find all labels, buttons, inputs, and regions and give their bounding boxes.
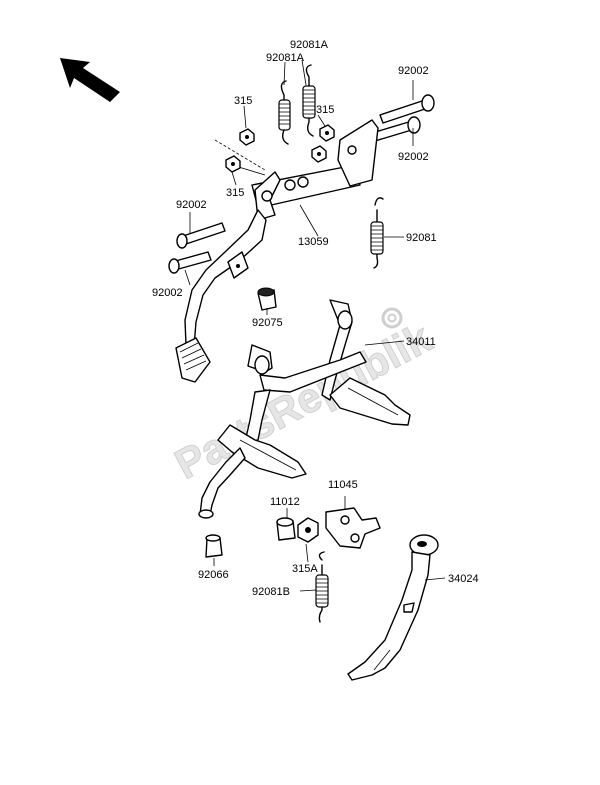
spring-92081B: [315, 551, 329, 623]
label-92081: 92081: [406, 232, 437, 244]
side-stand-34024: [347, 534, 439, 681]
label-34011: 34011: [406, 336, 436, 348]
bolt-92002-left-upper: [176, 222, 226, 249]
label-92075: 92075: [252, 317, 283, 329]
label-315-c: 315: [226, 187, 244, 199]
bolt-92002-left-lower: [168, 251, 212, 274]
label-92002-left-upper: 92002: [176, 199, 207, 211]
label-92081B: 92081B: [252, 586, 290, 598]
label-315A: 315A: [292, 563, 318, 575]
label-92081A-top: 92081A: [290, 39, 329, 51]
watermark-gear-icon: [381, 307, 403, 329]
leader-lines: [184, 61, 446, 592]
main-stand-34011: [198, 299, 411, 519]
nut-centre: [311, 145, 327, 163]
bush-11012: [276, 517, 296, 541]
label-315-a: 315: [234, 95, 252, 107]
brake-pedal-assembly: [175, 119, 379, 383]
rubber-92066: [205, 534, 223, 558]
cap-92075: [257, 287, 277, 311]
label-92066: 92066: [198, 569, 229, 581]
nut-315A: [297, 517, 319, 543]
spring-92081A-left: [278, 80, 291, 145]
bracket-11045: [325, 507, 381, 549]
label-13059: 13059: [298, 236, 329, 248]
label-92002-top-right: 92002: [398, 65, 429, 77]
watermark-text: PartsRepublik: [167, 314, 439, 488]
nut-315-c: [225, 155, 241, 173]
nut-315-a: [239, 128, 255, 146]
guide-lines: [214, 59, 307, 176]
watermark: PartsRepublik: [167, 307, 440, 488]
label-34024: 34024: [448, 573, 479, 585]
label-11012: 11012: [270, 496, 300, 508]
label-92002-left-lower: 92002: [152, 287, 183, 299]
part-labels: 92081A 92081A 92002 92002 315 315 315 92…: [152, 39, 479, 598]
spring-92081: [370, 197, 384, 269]
spring-92081A-right: [302, 64, 316, 137]
nut-315-b: [319, 124, 335, 142]
label-315-b: 315: [316, 104, 334, 116]
label-92081A-2: 92081A: [266, 52, 305, 64]
direction-arrow-icon: [60, 58, 120, 102]
label-92002-right: 92002: [398, 151, 429, 163]
label-11045: 11045: [328, 479, 358, 491]
bolt-92002-top: [379, 94, 435, 124]
